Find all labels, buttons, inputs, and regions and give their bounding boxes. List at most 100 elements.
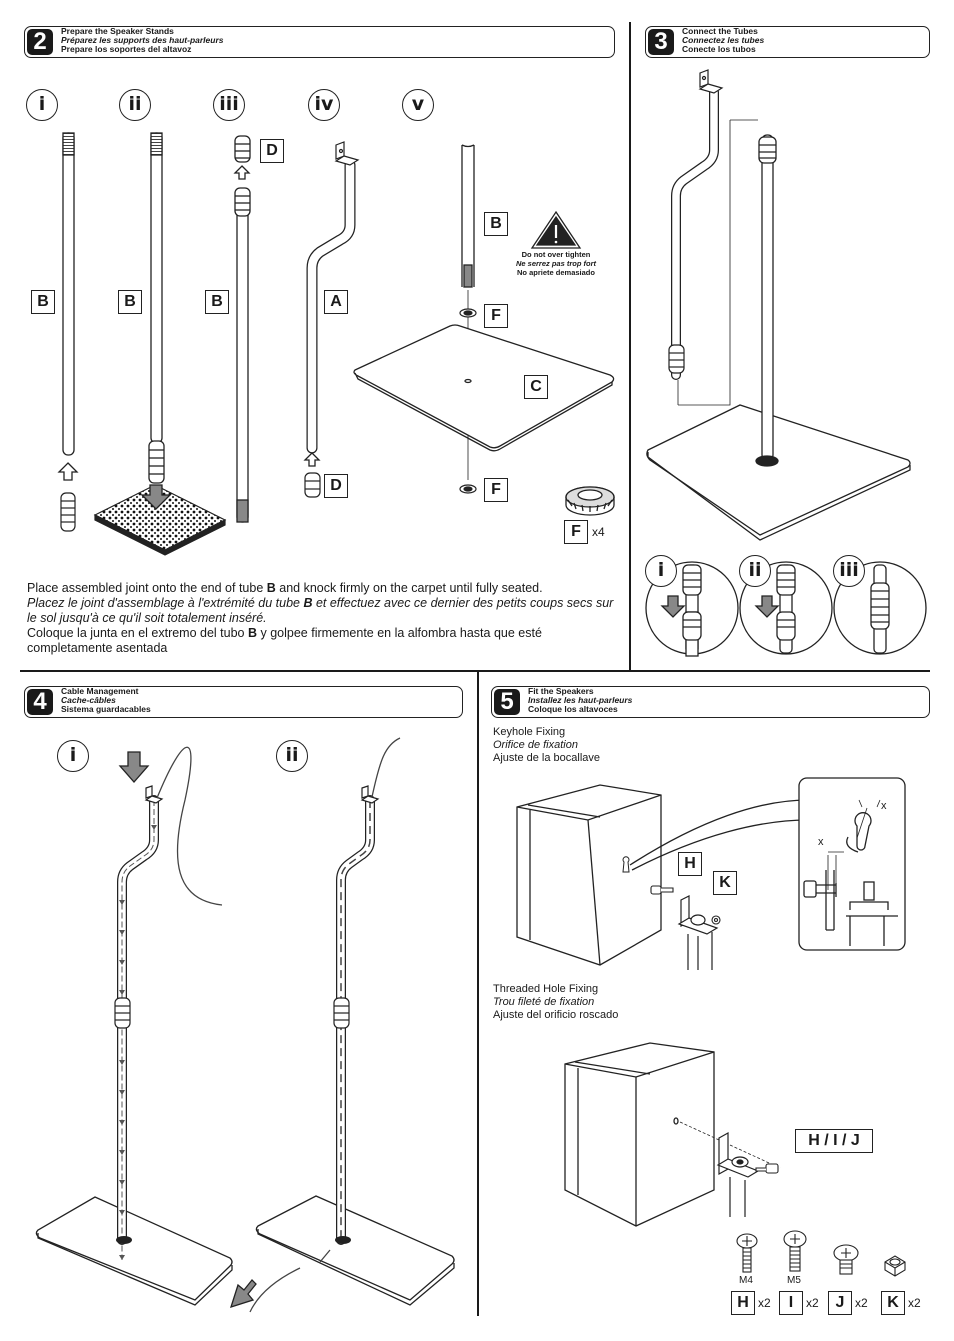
part-d-label-iii: D [260,139,284,163]
step-4-i-marker: i [57,740,89,772]
vertical-divider-top [629,22,631,670]
step-i-marker: i [26,89,58,121]
keyhole-es: Ajuste de la bocallave [493,752,601,764]
callout-line-2 [631,819,809,871]
part-i-qty-label: I [779,1291,803,1315]
title-es: Sistema guardacables [61,704,151,714]
instruction-es: Coloque la junta en el extremo del tubo … [27,626,542,655]
warning-en: Do not over tighten [521,250,591,259]
screw-j-icon [833,1244,859,1275]
threaded-en: Threaded Hole Fixing [493,983,599,995]
title-fr: Préparez les supports des haut-parleurs [61,35,224,45]
section-titles: Prepare the Speaker Stands Préparez les … [61,27,224,54]
step-3-iii-marker: iii [833,555,865,587]
tube-i [62,132,75,456]
nut-k-icon [884,1255,906,1277]
bracket-threaded [716,1131,760,1217]
title-en: Connect the Tubes [682,26,758,36]
warning-triangle-icon [530,210,582,249]
cable-path-4-i [121,800,155,1260]
step-3-i-marker: i [645,555,677,587]
instruction-en: Place assembled joint onto the end of tu… [27,581,543,595]
title-es: Conecte los tubos [682,44,756,54]
instruction-fr: Placez le joint d'assemblage à l'extrémi… [27,596,614,625]
part-h-qty-label: H [731,1291,755,1315]
detail-circle-iii [833,561,927,655]
part-h-label: H [678,852,702,876]
foot-4-ii [335,1236,351,1244]
title-en: Prepare the Speaker Stands [61,26,174,36]
tube-iii [234,135,251,523]
section-5-header: 5 Fit the Speakers Installez les haut-pa… [491,686,930,718]
title-fr: Connectez les tubes [682,35,765,45]
part-b-label-v: B [484,212,508,236]
bracket-3 [698,69,724,94]
step-3-ii-marker: ii [739,555,771,587]
base-plate-c [353,324,615,452]
section-number: 4 [27,689,53,715]
section-titles: Connect the Tubes Connectez les tubes Co… [682,27,764,54]
section-3-illustration [645,69,927,657]
step-ii-marker: ii [119,89,151,121]
part-f-label-bottom: F [484,478,508,502]
quantity-f: x4 [592,525,605,539]
quantity-h: x2 [758,1296,771,1310]
title-en: Fit the Speakers [528,686,594,696]
keyhole-fr: Orifice de fixation [493,739,578,751]
alignment-line-3 [677,119,758,405]
cable-arrows-4-i [119,825,157,1260]
title-fr: Cache-câbles [61,695,116,705]
arrow-up-iv [303,452,321,467]
part-f-label-qty: F [564,520,588,544]
section-2-header: 2 Prepare the Speaker Stands Préparez le… [24,26,615,58]
section-number: 2 [27,29,53,55]
vertical-divider-bottom [477,671,479,1316]
screw-h-icon [736,1233,758,1273]
warning-text: Do not over tighten Ne serrez pas trop f… [496,250,616,277]
part-b-label-ii: B [118,290,142,314]
threaded-fr: Trou fileté de fixation [493,996,595,1008]
foot-4-i [116,1236,132,1244]
bracket-iv [334,141,360,166]
keyhole-caption: Keyhole Fixing Orifice de fixation Ajust… [493,726,600,765]
quantity-j: x2 [855,1296,868,1310]
carpet [93,484,227,556]
screw-i-icon [783,1230,807,1272]
instruction-text: Place assembled joint onto the end of tu… [27,581,617,656]
threaded-axis-line [679,1121,781,1169]
step-v-marker: v [402,89,434,121]
keyhole-en: Keyhole Fixing [493,726,566,738]
screw-h-keyhole [650,885,674,895]
part-k-label: K [713,871,737,895]
cable-4-i [156,746,223,906]
title-es: Coloque los altavoces [528,704,618,714]
screw-threaded [755,1163,779,1174]
tube-ii [148,132,165,484]
cable-path-4-ii [340,800,371,1240]
part-b-label-i: B [31,290,55,314]
washer-top [459,308,477,318]
part-hij-label: H / I / J [795,1129,873,1153]
rubber-foot-f [565,486,615,516]
upright-tube-3 [755,134,779,467]
tube-iv-inner [307,160,355,453]
section-4-header: 4 Cable Management Cache-câbles Sistema … [24,686,463,718]
section-3-header: 3 Connect the Tubes Connectez les tubes … [645,26,930,58]
section-2-illustration [57,132,615,556]
screw-m5-label: M5 [787,1275,801,1286]
cable-4-ii-out [249,1249,331,1313]
detail-x-label-top: x [881,800,887,812]
screw-m4-label: M4 [739,1275,753,1286]
keyhole-icon [622,856,630,873]
arrow-down-4-i [118,751,150,783]
joint-4-ii [333,997,350,1029]
callout-line [629,799,809,866]
detail-circle-ii [739,561,833,655]
horizontal-divider [20,670,930,672]
part-b-label-iii: B [205,290,229,314]
arrow-down-ii [140,484,172,510]
title-en: Cable Management [61,686,139,696]
bracket-4-i [144,785,164,804]
